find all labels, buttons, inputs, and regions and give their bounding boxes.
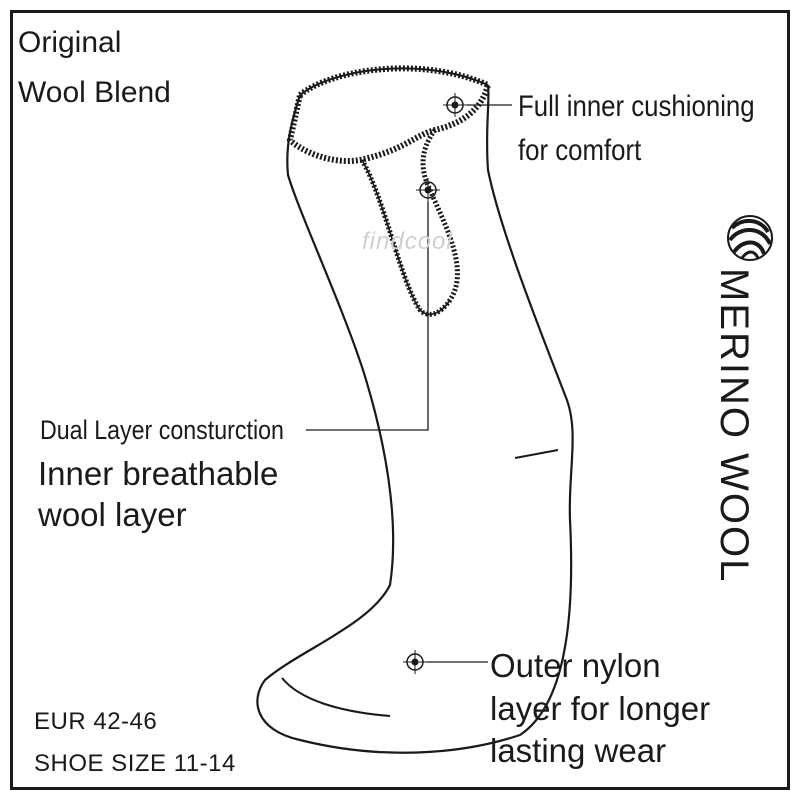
target-marker-cushioning [443, 93, 467, 117]
heel-mark [514, 449, 559, 459]
inner-layer-line [361, 159, 451, 316]
size-eur: EUR 42-46 [34, 708, 158, 735]
callout-dual-layer-line3: wool layer [38, 496, 187, 533]
callout-dual-layer-line1: Dual Layer consturction [40, 415, 284, 445]
callout-outer-line3: lasting wear [490, 732, 667, 769]
callout-outer-line1: Outer nylon [490, 647, 661, 684]
toe-seam [281, 677, 391, 717]
callout-outer-line2: layer for longer [490, 690, 711, 727]
cuff-rim [299, 67, 489, 96]
callout-cushioning-line1: Full inner cushioning [518, 90, 755, 123]
merino-wool-label: MERINO WOOL [712, 268, 756, 584]
brand-watermark: findcool [362, 228, 453, 255]
diagram-frame [10, 10, 790, 790]
product-title-line1: Original [18, 26, 122, 59]
size-shoe: SHOE SIZE 11-14 [34, 750, 236, 777]
wool-ball-icon [727, 215, 773, 261]
cuff-opening [286, 65, 492, 164]
sock-outline [256, 84, 574, 754]
target-marker-inner-layer [416, 178, 440, 202]
target-marker-outer [403, 650, 427, 674]
callout-cushioning-line2: for comfort [518, 134, 642, 167]
product-title-line2: Wool Blend [18, 76, 171, 109]
leader-dual-layer [306, 202, 429, 431]
callout-dual-layer-line2: Inner breathable [38, 455, 279, 492]
